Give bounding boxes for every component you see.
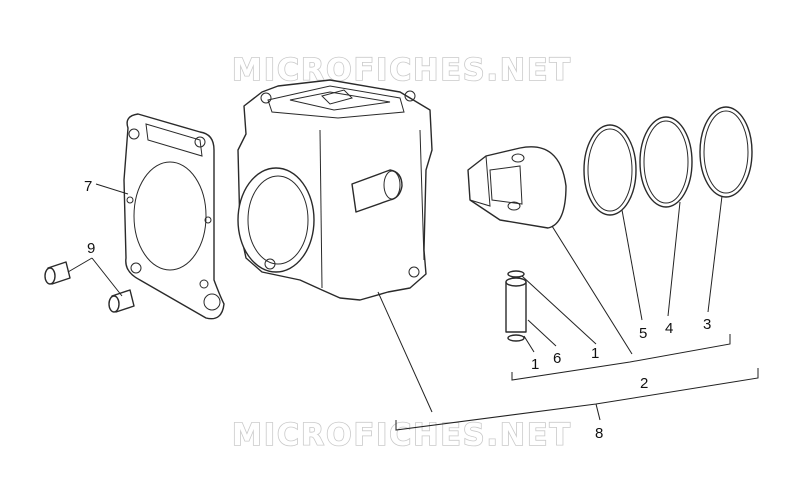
callout-9: 9 bbox=[87, 240, 95, 257]
callout-labels: 7 9 5 4 3 1 6 1 2 8 bbox=[84, 178, 711, 442]
cylinder-block bbox=[237, 79, 433, 301]
callout-6: 6 bbox=[553, 350, 561, 367]
callout-2: 2 bbox=[640, 375, 648, 392]
leader-lines bbox=[67, 183, 759, 431]
piston bbox=[467, 146, 567, 229]
watermark-top: MICROFICHES.NET bbox=[232, 53, 572, 88]
dowel-pins bbox=[44, 261, 135, 313]
watermark-bottom: MICROFICHES.NET bbox=[232, 418, 572, 453]
callout-4: 4 bbox=[665, 320, 673, 337]
callout-3: 3 bbox=[703, 316, 711, 333]
callout-8: 8 bbox=[595, 425, 603, 442]
callout-1-right: 1 bbox=[591, 345, 599, 362]
callout-5: 5 bbox=[639, 325, 647, 342]
callout-7: 7 bbox=[84, 178, 92, 195]
callout-1-left: 1 bbox=[531, 356, 539, 373]
piston-pin-and-circlips bbox=[505, 270, 527, 342]
cylinder-head-gasket bbox=[123, 113, 225, 320]
piston-rings bbox=[583, 106, 753, 216]
